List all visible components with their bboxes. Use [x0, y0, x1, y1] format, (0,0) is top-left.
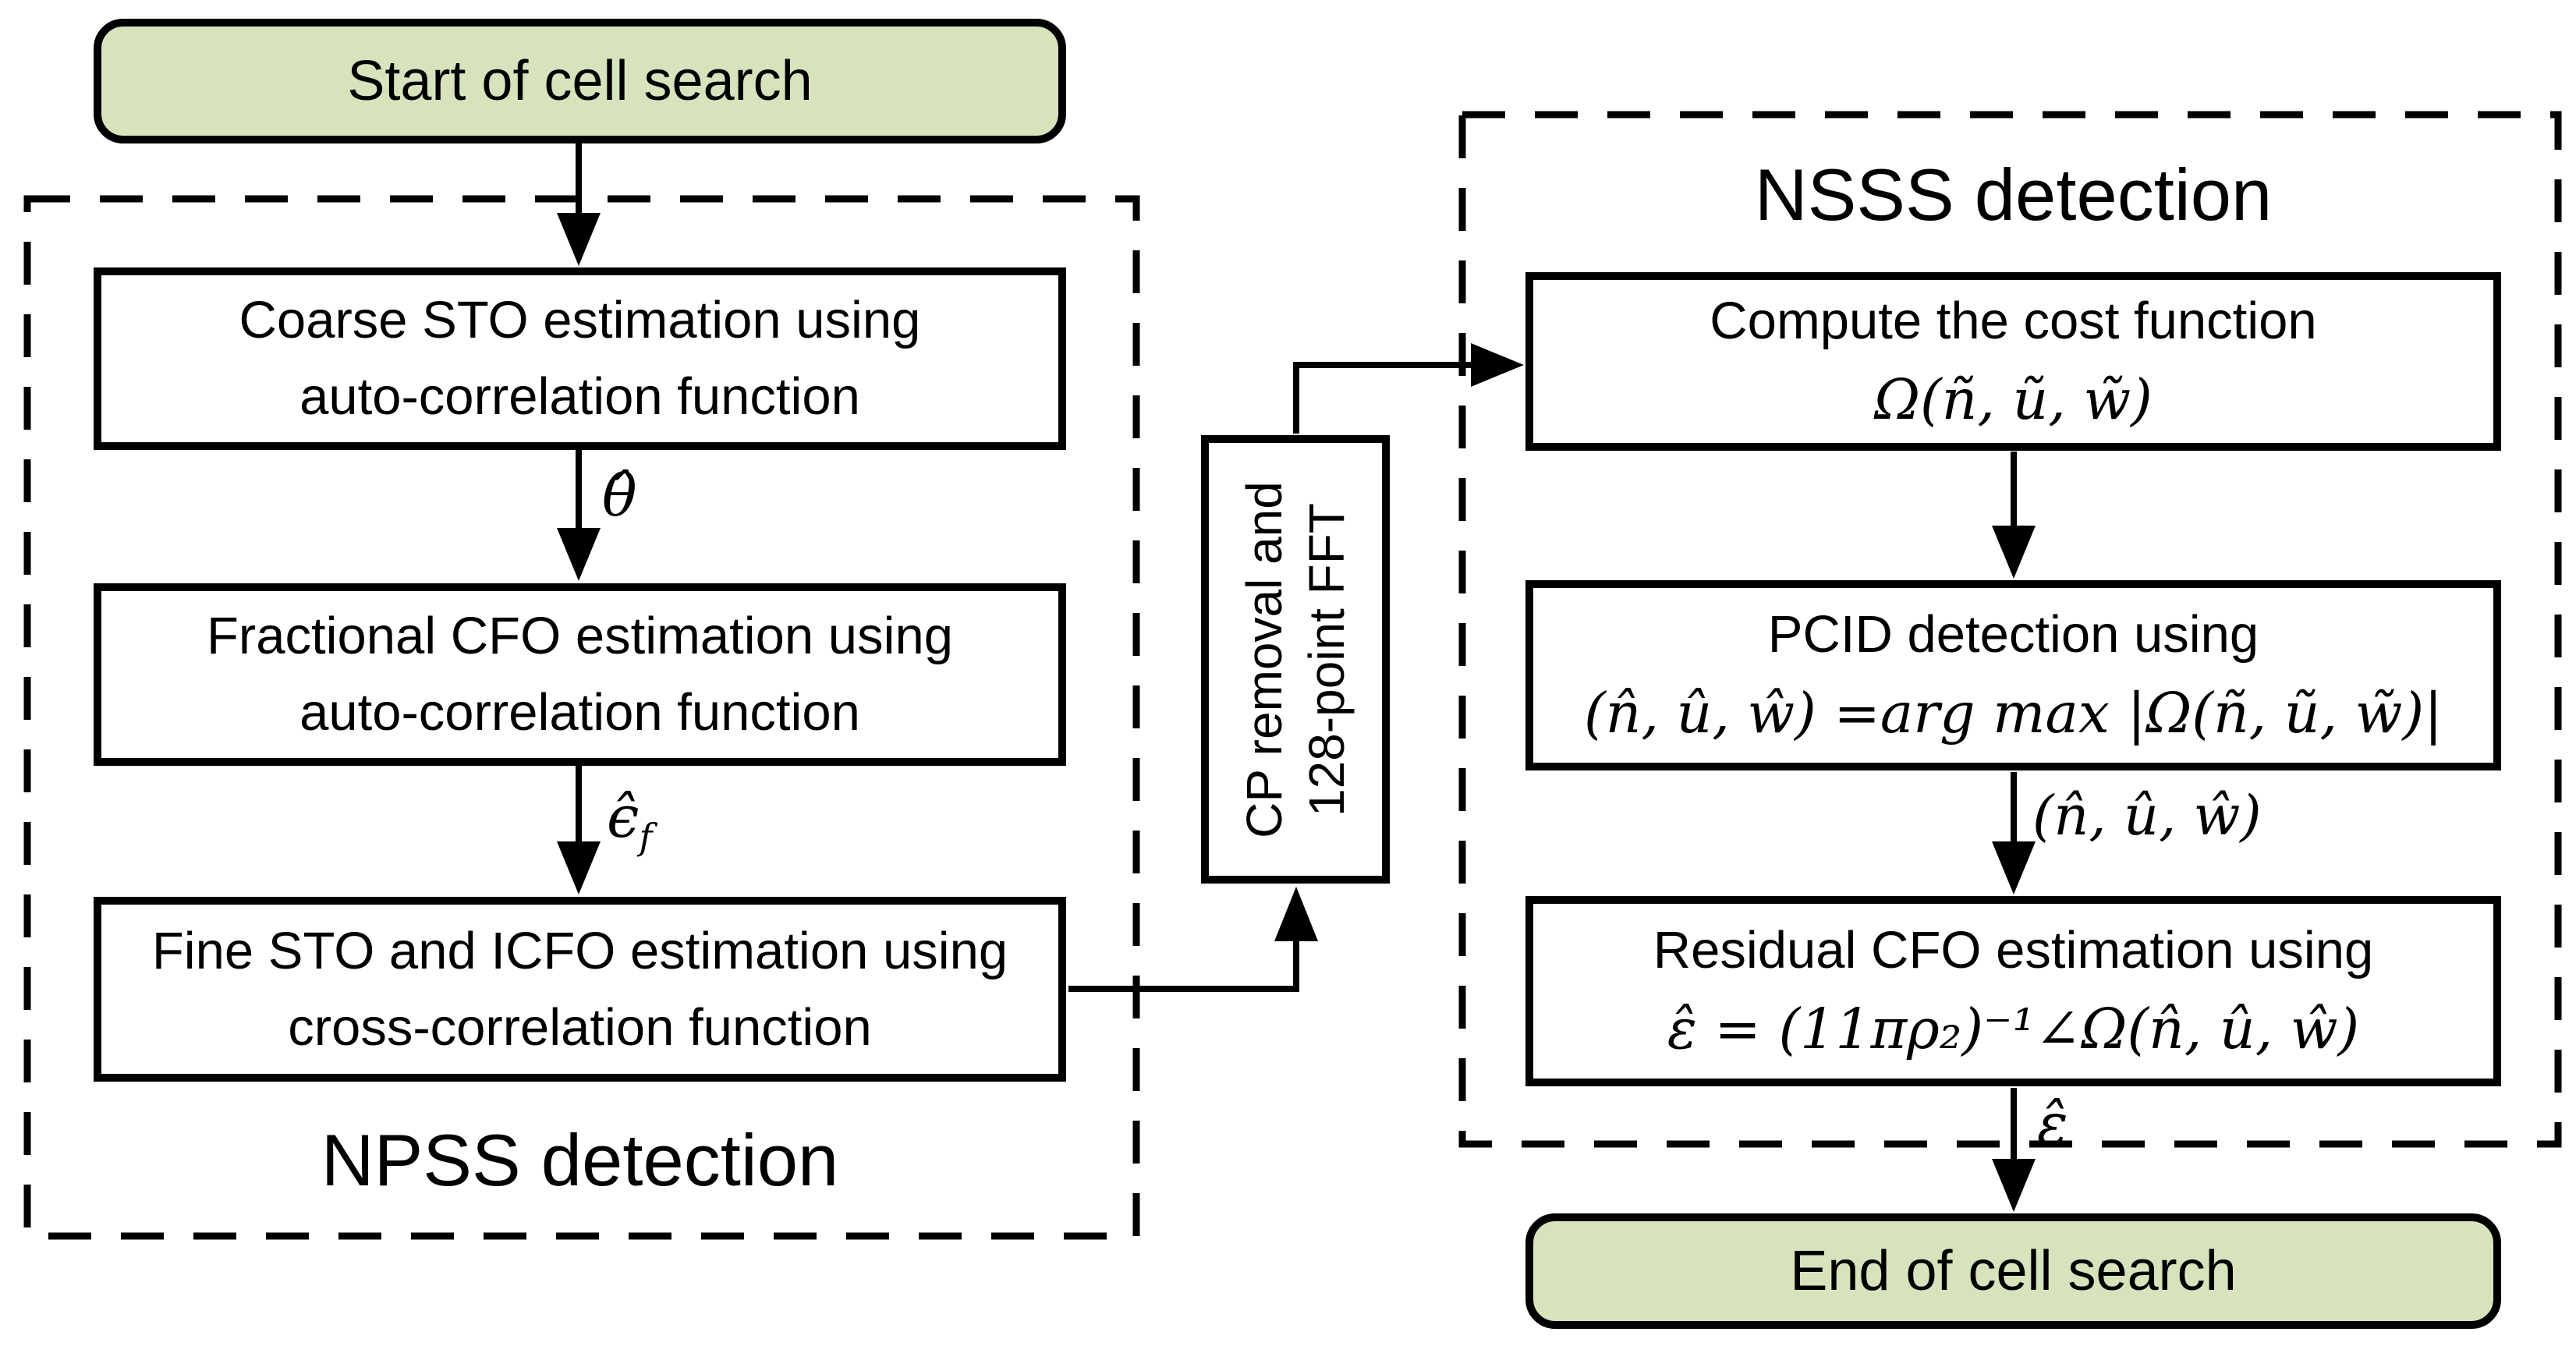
fine-sto-icfo-line2: cross-correlation function: [288, 997, 872, 1057]
npss-dashed-region: [23, 195, 1140, 1240]
end-terminal-label: End of cell search: [1790, 1240, 2237, 1302]
start-terminal: Start of cell search: [94, 19, 1066, 143]
arrow-cp-to-compute-head: [1471, 343, 1524, 387]
compute-cost-line1: Compute the cost function: [1710, 291, 2317, 350]
cp-removal-line1: CP removal and: [1236, 480, 1292, 838]
epsilon-hat-arrow-label: ε̂: [2037, 1091, 2068, 1158]
cp-removal-fft-box: CP removal and 128-point FFT: [1201, 435, 1390, 884]
arrow-compute-to-pcid-head: [1992, 526, 2036, 579]
compute-cost-math: Ω(ñ, ũ, w̃): [1874, 367, 2153, 432]
epsilon-f-sub: f: [639, 815, 653, 858]
compute-cost-box: Compute the cost function Ω(ñ, ũ, w̃): [1525, 272, 2501, 451]
residual-cfo-line1: Residual CFO estimation using: [1653, 921, 2374, 979]
epsilon-f-arrow-label: ϵ̂f: [607, 780, 652, 874]
fractional-cfo-line2: auto-correlation function: [299, 683, 860, 742]
arrow-residual-to-end-head: [1992, 1159, 2036, 1212]
residual-cfo-math: ε̂ = (11πρ₂)⁻¹∠Ω(n̂, û, ŵ): [1667, 997, 2360, 1061]
npss-section-title: NPSS detection: [321, 1119, 839, 1201]
start-terminal-label: Start of cell search: [347, 50, 813, 112]
cp-removal-line2: 128-point FFT: [1299, 502, 1355, 816]
cp-removal-fft-text: CP removal and 128-point FFT: [1233, 441, 1358, 878]
residual-cfo-box: Residual CFO estimation using ε̂ = (11πρ…: [1525, 896, 2501, 1086]
coarse-sto-line2: auto-correlation function: [299, 367, 860, 426]
pcid-detection-math: (n̂, û, ŵ) =arg max |Ω(ñ, ũ, w̃)|: [1583, 681, 2443, 746]
arrow-pcid-to-residual-head: [1992, 841, 2036, 894]
nsss-section-title: NSSS detection: [1754, 154, 2273, 236]
end-terminal: End of cell search: [1525, 1213, 2501, 1329]
arrow-fine-to-cp-head: [1274, 887, 1318, 941]
pcid-detection-box: PCID detection using (n̂, û, ŵ) =arg max…: [1525, 580, 2501, 770]
arrow-start-to-coarse-head: [557, 213, 601, 266]
pcid-detection-line1: PCID detection using: [1767, 605, 2259, 664]
fine-sto-icfo-line1: Fine STO and ICFO estimation using: [151, 921, 1008, 980]
nuw-hat-arrow-label: (n̂, û, ŵ): [2032, 784, 2262, 848]
fractional-cfo-line1: Fractional CFO estimation using: [207, 607, 953, 665]
theta-hat-arrow-label: θ̂: [602, 462, 637, 530]
arrow-frac-to-fine-head: [557, 841, 601, 894]
coarse-sto-box: Coarse STO estimation using auto-correla…: [94, 267, 1066, 450]
coarse-sto-line1: Coarse STO estimation using: [239, 291, 921, 349]
nsss-dashed-region: [1458, 111, 2562, 1148]
fine-sto-icfo-box: Fine STO and ICFO estimation using cross…: [94, 897, 1066, 1082]
epsilon-f-base: ϵ̂: [607, 784, 640, 851]
arrow-coarse-to-frac-head: [557, 528, 601, 581]
fractional-cfo-box: Fractional CFO estimation using auto-cor…: [94, 583, 1066, 766]
